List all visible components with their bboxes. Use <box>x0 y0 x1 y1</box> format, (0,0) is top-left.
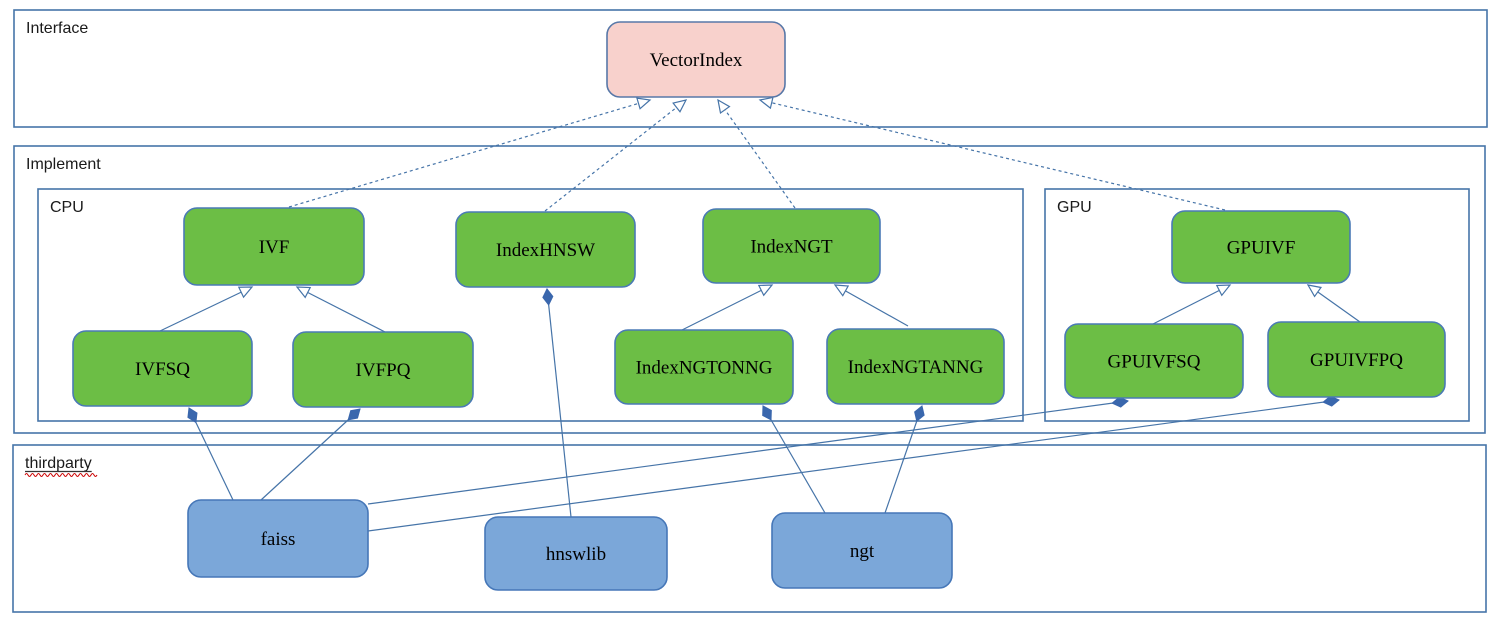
edge-generalization-ivfpq-to-ivf <box>295 286 386 333</box>
node-gpuivfpq <box>1267 321 1446 398</box>
edge-composition-faiss-to-ivfsq <box>187 407 234 501</box>
node-ivf-label: IVF <box>259 237 290 258</box>
node-indexngt <box>702 208 881 284</box>
edge-realization-gpuivf-to-vectorindex <box>758 96 1226 211</box>
node-gpuivf <box>1171 210 1351 284</box>
edge-composition-faiss-to-gpuivfsq <box>367 396 1129 505</box>
node-ivf <box>183 207 365 286</box>
node-indexngt-label: IndexNGT <box>750 237 833 258</box>
container-thirdparty-label: thirdparty <box>25 455 92 472</box>
node-ivfsq <box>72 330 253 407</box>
node-ivfsq-label: IVFSQ <box>135 359 190 380</box>
node-ivfpq <box>292 331 474 408</box>
node-indexngtanng <box>826 328 1005 405</box>
node-gpuivfpq-label: GPUIVFPQ <box>1310 350 1403 371</box>
edge-generalization-gpuivfsq-to-gpuivf <box>1152 284 1232 325</box>
node-vectorindex <box>606 21 786 98</box>
edge-generalization-indexngtonng-to-indexngt <box>681 284 774 331</box>
edge-composition-faiss-to-ivfpq <box>260 408 361 501</box>
container-cpu-label: CPU <box>50 199 84 216</box>
edge-realization-indexngt-to-vectorindex <box>717 98 796 209</box>
edge-layer <box>159 96 1361 532</box>
container-thirdparty <box>12 444 1487 613</box>
spellcheck-squiggle <box>24 473 98 477</box>
edge-composition-faiss-to-gpuivfpq <box>367 395 1340 532</box>
node-hnswlib-label: hnswlib <box>546 544 606 565</box>
node-gpuivfsq-label: GPUIVFSQ <box>1108 352 1201 373</box>
node-ngt <box>771 512 953 589</box>
edge-composition-ngt-to-indexngtonng <box>762 405 826 514</box>
node-indexhnsw <box>455 211 636 288</box>
container-interface-label: Interface <box>26 20 88 37</box>
node-ngt-label: ngt <box>850 541 875 562</box>
node-indexngtonng <box>614 329 794 405</box>
container-gpu <box>1044 188 1470 422</box>
edge-generalization-ivfsq-to-ivf <box>159 286 254 332</box>
edge-composition-hnswlib-to-indexhnsw <box>542 288 572 518</box>
container-gpu-label: GPU <box>1057 199 1092 216</box>
node-faiss-label: faiss <box>261 529 296 550</box>
node-vectorindex-label: VectorIndex <box>650 50 743 71</box>
container-implement <box>13 145 1486 434</box>
container-interface <box>13 9 1488 128</box>
edge-composition-ngt-to-indexngtanng <box>884 405 925 514</box>
edge-realization-indexhnsw-to-vectorindex <box>544 99 688 212</box>
node-indexhnsw-label: IndexHNSW <box>496 240 595 261</box>
node-gpuivf-label: GPUIVF <box>1227 238 1296 259</box>
node-faiss <box>187 499 369 578</box>
edge-generalization-gpuivfpq-to-gpuivf <box>1306 284 1361 323</box>
edge-realization-ivf-to-vectorindex <box>288 97 652 208</box>
container-implement-label: Implement <box>26 156 101 173</box>
node-gpuivfsq <box>1064 323 1244 399</box>
edge-generalization-indexngtanng-to-indexngt <box>833 284 909 327</box>
node-indexngtonng-label: IndexNGTONNG <box>636 358 773 379</box>
node-hnswlib <box>484 516 668 591</box>
container-cpu <box>37 188 1024 422</box>
node-ivfpq-label: IVFPQ <box>356 360 411 381</box>
node-indexngtanng-label: IndexNGTANNG <box>848 357 984 378</box>
